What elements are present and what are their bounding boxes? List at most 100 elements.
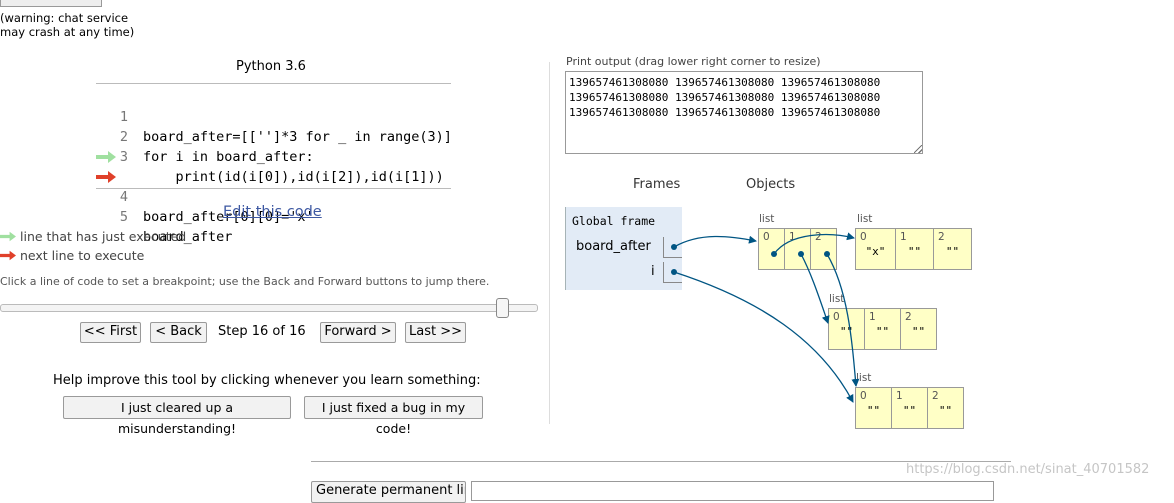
next-arrow-icon [96,171,116,183]
legend-executed-label: line that has just executed [20,229,187,244]
global-frame: Global frame board_after i [565,207,682,290]
cell-value: "" [866,404,881,417]
step-slider-track[interactable] [0,304,538,312]
step-slider-handle[interactable] [496,298,509,318]
list-cell: 2"" [934,229,972,270]
panel-divider [549,62,550,424]
list-cell: 2 "" [928,388,964,429]
cell-index: 1 [869,311,876,323]
var-board-after: board_after [576,239,651,254]
list-cell: 0 "" [856,388,892,429]
code-text: for i in board_after: [143,149,314,165]
line-number: 4 [119,189,128,205]
fixed-bug-button[interactable]: I just fixed a bug in my code! [304,396,483,436]
cell-value: "" [902,404,917,417]
outer-list: 0 1 2 [758,228,837,270]
forward-button[interactable]: Forward > [320,322,396,343]
cell-index: 0 [763,231,770,243]
var-i: i [651,264,655,279]
warning-text-line2: may crash at any time) [0,25,135,39]
cell-value: "" [907,245,922,258]
language-label: Python 3.6 [236,59,306,74]
code-line-1[interactable]: 1 board_after=[['']*3 for _ in range(3)] [96,87,452,145]
line-number: 2 [119,129,128,145]
inner-list-1: 0 "" 1 "" 2 "" [828,308,937,350]
code-text: board_after[0][0]='x' [143,209,314,225]
inner-list-0: 0"x" 1"" 2"" [855,228,972,270]
executed-arrow-icon [96,151,116,163]
cell-index: 2 [932,390,939,402]
last-button[interactable]: Last >> [405,322,466,343]
warning-text-line1: (warning: chat service [0,11,129,25]
next-arrow-icon [0,250,16,261]
list-cell: 1 [785,229,811,270]
bottom-rule [311,461,1011,462]
permanent-link-button[interactable]: Generate permanent link [311,481,466,503]
permanent-link-field[interactable] [471,481,994,501]
cell-index: 2 [815,231,822,243]
code-line-3[interactable]: 3 print(id(i[0]),id(i[2]),id(i[1])) [96,127,444,185]
cell-index: 0 [860,390,867,402]
inner-list-2: 0 "" 1 "" 2 "" [855,387,964,429]
resize-handle-icon[interactable] [914,145,922,153]
list-cell: 2 "" [901,309,937,350]
cell-index: 2 [905,311,912,323]
objects-header: Objects [746,177,796,192]
legend-next-label: next line to execute [20,248,145,263]
line-number: 3 [119,149,128,165]
breakpoint-hint: Click a line of code to set a breakpoint… [0,275,490,288]
global-frame-title: Global frame [572,214,656,228]
list-cell: 0 [759,229,785,270]
list-label: list [759,213,775,225]
code-line-4[interactable]: 4 board_after[0][0]='x' [96,147,314,225]
print-output-line: 139657461308080 139657461308080 13965746… [569,76,881,89]
print-output-label: Print output (drag lower right corner to… [566,55,821,68]
code-text: print(id(i[0]),id(i[2]),id(i[1])) [143,169,444,185]
cell-value: "" [945,245,960,258]
code-text: board_after [143,229,233,245]
cell-index: 1 [900,231,907,243]
code-line-2[interactable]: 2 for i in board_after: [96,107,314,165]
cleared-misunderstanding-button[interactable]: I just cleared up a misunderstanding! [63,396,291,436]
var-board-after-slot [663,237,682,258]
cell-index: 1 [896,390,903,402]
list-cell: 2 [811,229,837,270]
first-button[interactable]: << First [80,322,141,343]
code-bottom-rule [96,188,451,189]
line-number: 1 [119,109,128,125]
cell-value: "" [839,325,854,338]
list-label: list [857,213,873,225]
cell-value: "" [911,325,926,338]
list-label: list [829,293,845,305]
frames-header: Frames [633,177,681,192]
watermark: https://blog.csdn.net/sinat_40701582 [906,462,1150,477]
code-text: board_after=[['']*3 for _ in range(3)] [143,129,452,145]
line-number: 5 [119,209,128,225]
list-cell: 1 "" [865,309,901,350]
list-cell: 0 "x" [856,229,896,270]
cell-index: 0 [833,311,840,323]
var-i-slot [663,262,682,283]
pointer-board-after [673,235,757,248]
help-prompt: Help improve this tool by clicking whene… [53,373,481,388]
list-cell: 1"" [896,229,934,270]
list-cell: 0 "" [829,309,865,350]
back-button[interactable]: < Back [150,322,207,343]
cell-value: "x" [865,245,886,258]
list-cell: 1 "" [892,388,928,429]
top-button-edge[interactable] [0,0,102,7]
edit-code-link[interactable]: Edit this code [223,204,322,220]
print-output-line: 139657461308080 139657461308080 13965746… [569,106,881,119]
executed-arrow-icon [0,231,16,242]
list-label: list [856,372,872,384]
print-output-line: 139657461308080 139657461308080 13965746… [569,91,881,104]
cell-value: "" [875,325,890,338]
cell-index: 1 [789,231,796,243]
cell-index: 2 [938,231,945,243]
code-line-5[interactable]: 5 board_after [96,167,232,245]
cell-index: 0 [860,231,867,243]
cell-value: "" [938,404,953,417]
code-top-rule [96,83,451,84]
pointer-i [673,271,854,403]
print-output-box[interactable]: 139657461308080 139657461308080 13965746… [565,71,923,154]
